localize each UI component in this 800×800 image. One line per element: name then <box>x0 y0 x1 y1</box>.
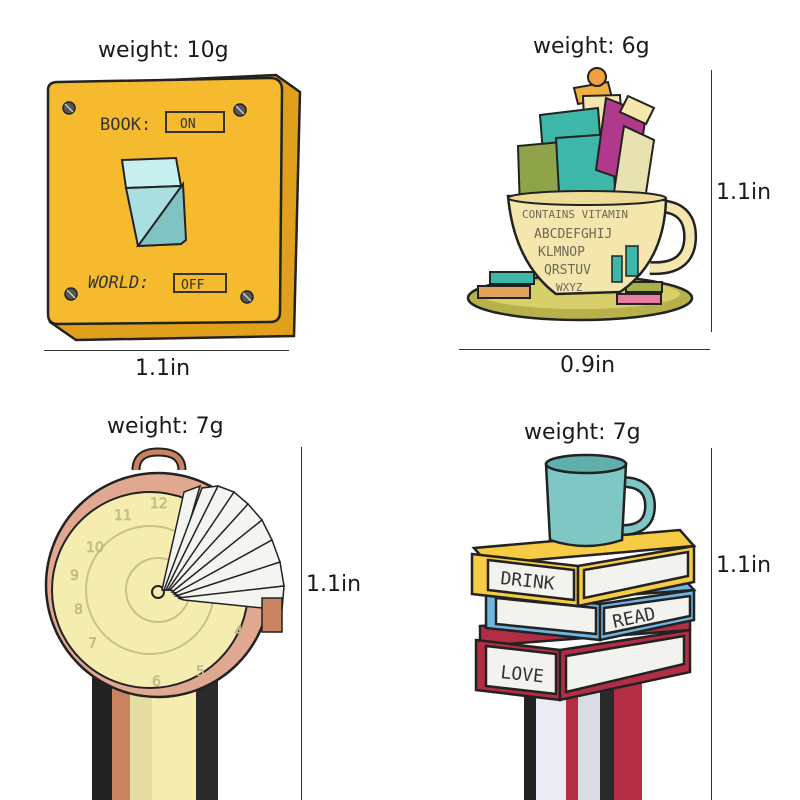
pin1-width-ruler <box>44 350 289 351</box>
pin4-height-ruler <box>711 448 712 800</box>
pin4-height-label: 1.1in <box>716 553 772 578</box>
clock-number-8: 8 <box>74 602 83 618</box>
book-love-label: LOVE <box>499 662 544 687</box>
clock-number-11: 11 <box>114 508 132 524</box>
cup-letters-line-3: QRSTUV <box>544 263 591 278</box>
clock-number-7: 7 <box>88 636 97 652</box>
clock-number-10: 10 <box>86 540 104 556</box>
cup-letters-line-1: ABCDEFGHIJ <box>534 227 612 242</box>
pin2-height-ruler <box>711 70 712 332</box>
pin1-width-label: 1.1in <box>135 356 191 381</box>
pin3-height-label: 1.1in <box>306 572 362 597</box>
clock-number-6: 6 <box>152 674 161 690</box>
pin4-weight-label: weight: 7g <box>524 420 641 445</box>
pin1-weight-label: weight: 10g <box>98 38 229 63</box>
world-label-text: WORLD: <box>88 273 149 293</box>
clock-number-12: 12 <box>150 496 168 512</box>
on-label-text: ON <box>180 117 196 132</box>
pin2-width-ruler <box>459 349 710 350</box>
cup-letters-line-2: KLMNOP <box>538 245 585 260</box>
pin2-width-label: 0.9in <box>560 353 616 378</box>
clock-number-4: 4 <box>234 624 243 640</box>
pin3-weight-label: weight: 7g <box>107 414 224 439</box>
pin2-weight-label: weight: 6g <box>533 34 650 59</box>
toggle-switch <box>120 156 188 248</box>
book-label-text: BOOK: <box>100 115 151 135</box>
off-label-text: OFF <box>181 278 205 293</box>
cup-slogan-text: CONTAINS VITAMIN <box>522 208 628 221</box>
clock-number-9: 9 <box>70 568 79 584</box>
cup-letters-line-4: WXYZ <box>556 281 583 294</box>
clock-number-5: 5 <box>196 664 205 680</box>
pin3-height-ruler <box>301 447 302 800</box>
pin2-height-label: 1.1in <box>716 180 772 205</box>
